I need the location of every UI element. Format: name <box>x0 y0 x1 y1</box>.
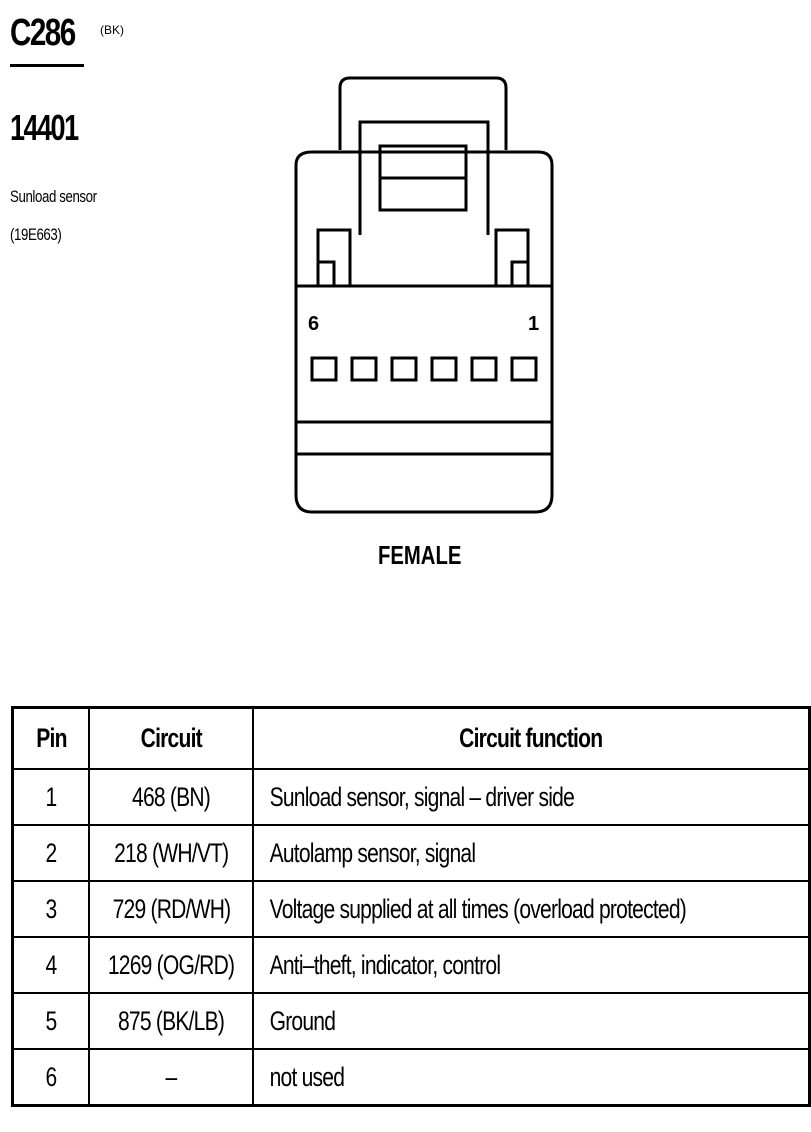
connector-diagram: 6 1 <box>294 76 554 514</box>
latch-inner <box>358 120 490 235</box>
connector-id: C286 <box>10 12 76 54</box>
cell-function: Sunload sensor, signal – driver side <box>252 768 811 826</box>
pin-table: Pin Circuit Circuit function 1 468 (BN) … <box>11 706 811 1107</box>
pin-cavity-2 <box>470 356 498 382</box>
pin-cavity-6 <box>310 356 338 382</box>
component-description: Sunload sensor <box>10 187 97 206</box>
cell-pin: 2 <box>11 824 91 882</box>
cell-circuit: 875 (BK/LB) <box>88 992 255 1050</box>
pin-cavities <box>310 356 538 382</box>
pin-label-right: 1 <box>528 313 539 335</box>
table-row: 6 – not used <box>11 1048 811 1107</box>
cell-pin: 1 <box>11 768 91 826</box>
cell-circuit: – <box>88 1048 255 1107</box>
cell-function: Autolamp sensor, signal <box>252 824 811 882</box>
component-part-code: (19E663) <box>10 225 62 244</box>
cell-circuit: 218 (WH/VT) <box>88 824 255 882</box>
table-row: 4 1269 (OG/RD) Anti–theft, indicator, co… <box>11 936 811 994</box>
left-lock-tab <box>316 228 352 286</box>
cell-circuit: 1269 (OG/RD) <box>88 936 255 994</box>
part-number: 14401 <box>10 107 79 148</box>
table-row: 5 875 (BK/LB) Ground <box>11 992 811 1050</box>
title-underline <box>10 64 84 67</box>
cell-function: Ground <box>252 992 811 1050</box>
header-pin: Pin <box>11 706 91 770</box>
header-circuit: Circuit <box>88 706 255 770</box>
cell-function: not used <box>252 1048 811 1107</box>
table-row: 2 218 (WH/VT) Autolamp sensor, signal <box>11 824 811 882</box>
right-lock-tab-inner <box>510 260 528 286</box>
table-row: 3 729 (RD/WH) Voltage supplied at all ti… <box>11 880 811 938</box>
pin-cavity-5 <box>350 356 378 382</box>
cell-pin: 5 <box>11 992 91 1050</box>
cell-circuit: 729 (RD/WH) <box>88 880 255 938</box>
cell-pin: 4 <box>11 936 91 994</box>
pin-cavity-4 <box>390 356 418 382</box>
cell-pin: 6 <box>11 1048 91 1107</box>
table-header-row: Pin Circuit Circuit function <box>11 706 811 770</box>
right-lock-tab <box>494 228 530 286</box>
connector-housing <box>294 150 554 514</box>
pin-cavity-1 <box>510 356 538 382</box>
connector-color: (BK) <box>100 23 124 37</box>
latch-outer <box>338 76 508 150</box>
pin-label-left: 6 <box>308 313 319 335</box>
pin-cavity-3 <box>430 356 458 382</box>
cell-pin: 3 <box>11 880 91 938</box>
table-row: 1 468 (BN) Sunload sensor, signal – driv… <box>11 768 811 826</box>
gender-label: FEMALE <box>378 540 462 570</box>
left-lock-tab-inner <box>318 260 336 286</box>
cell-circuit: 468 (BN) <box>88 768 255 826</box>
cell-function: Anti–theft, indicator, control <box>252 936 811 994</box>
header-function: Circuit function <box>252 706 811 770</box>
cell-function: Voltage supplied at all times (overload … <box>252 880 811 938</box>
